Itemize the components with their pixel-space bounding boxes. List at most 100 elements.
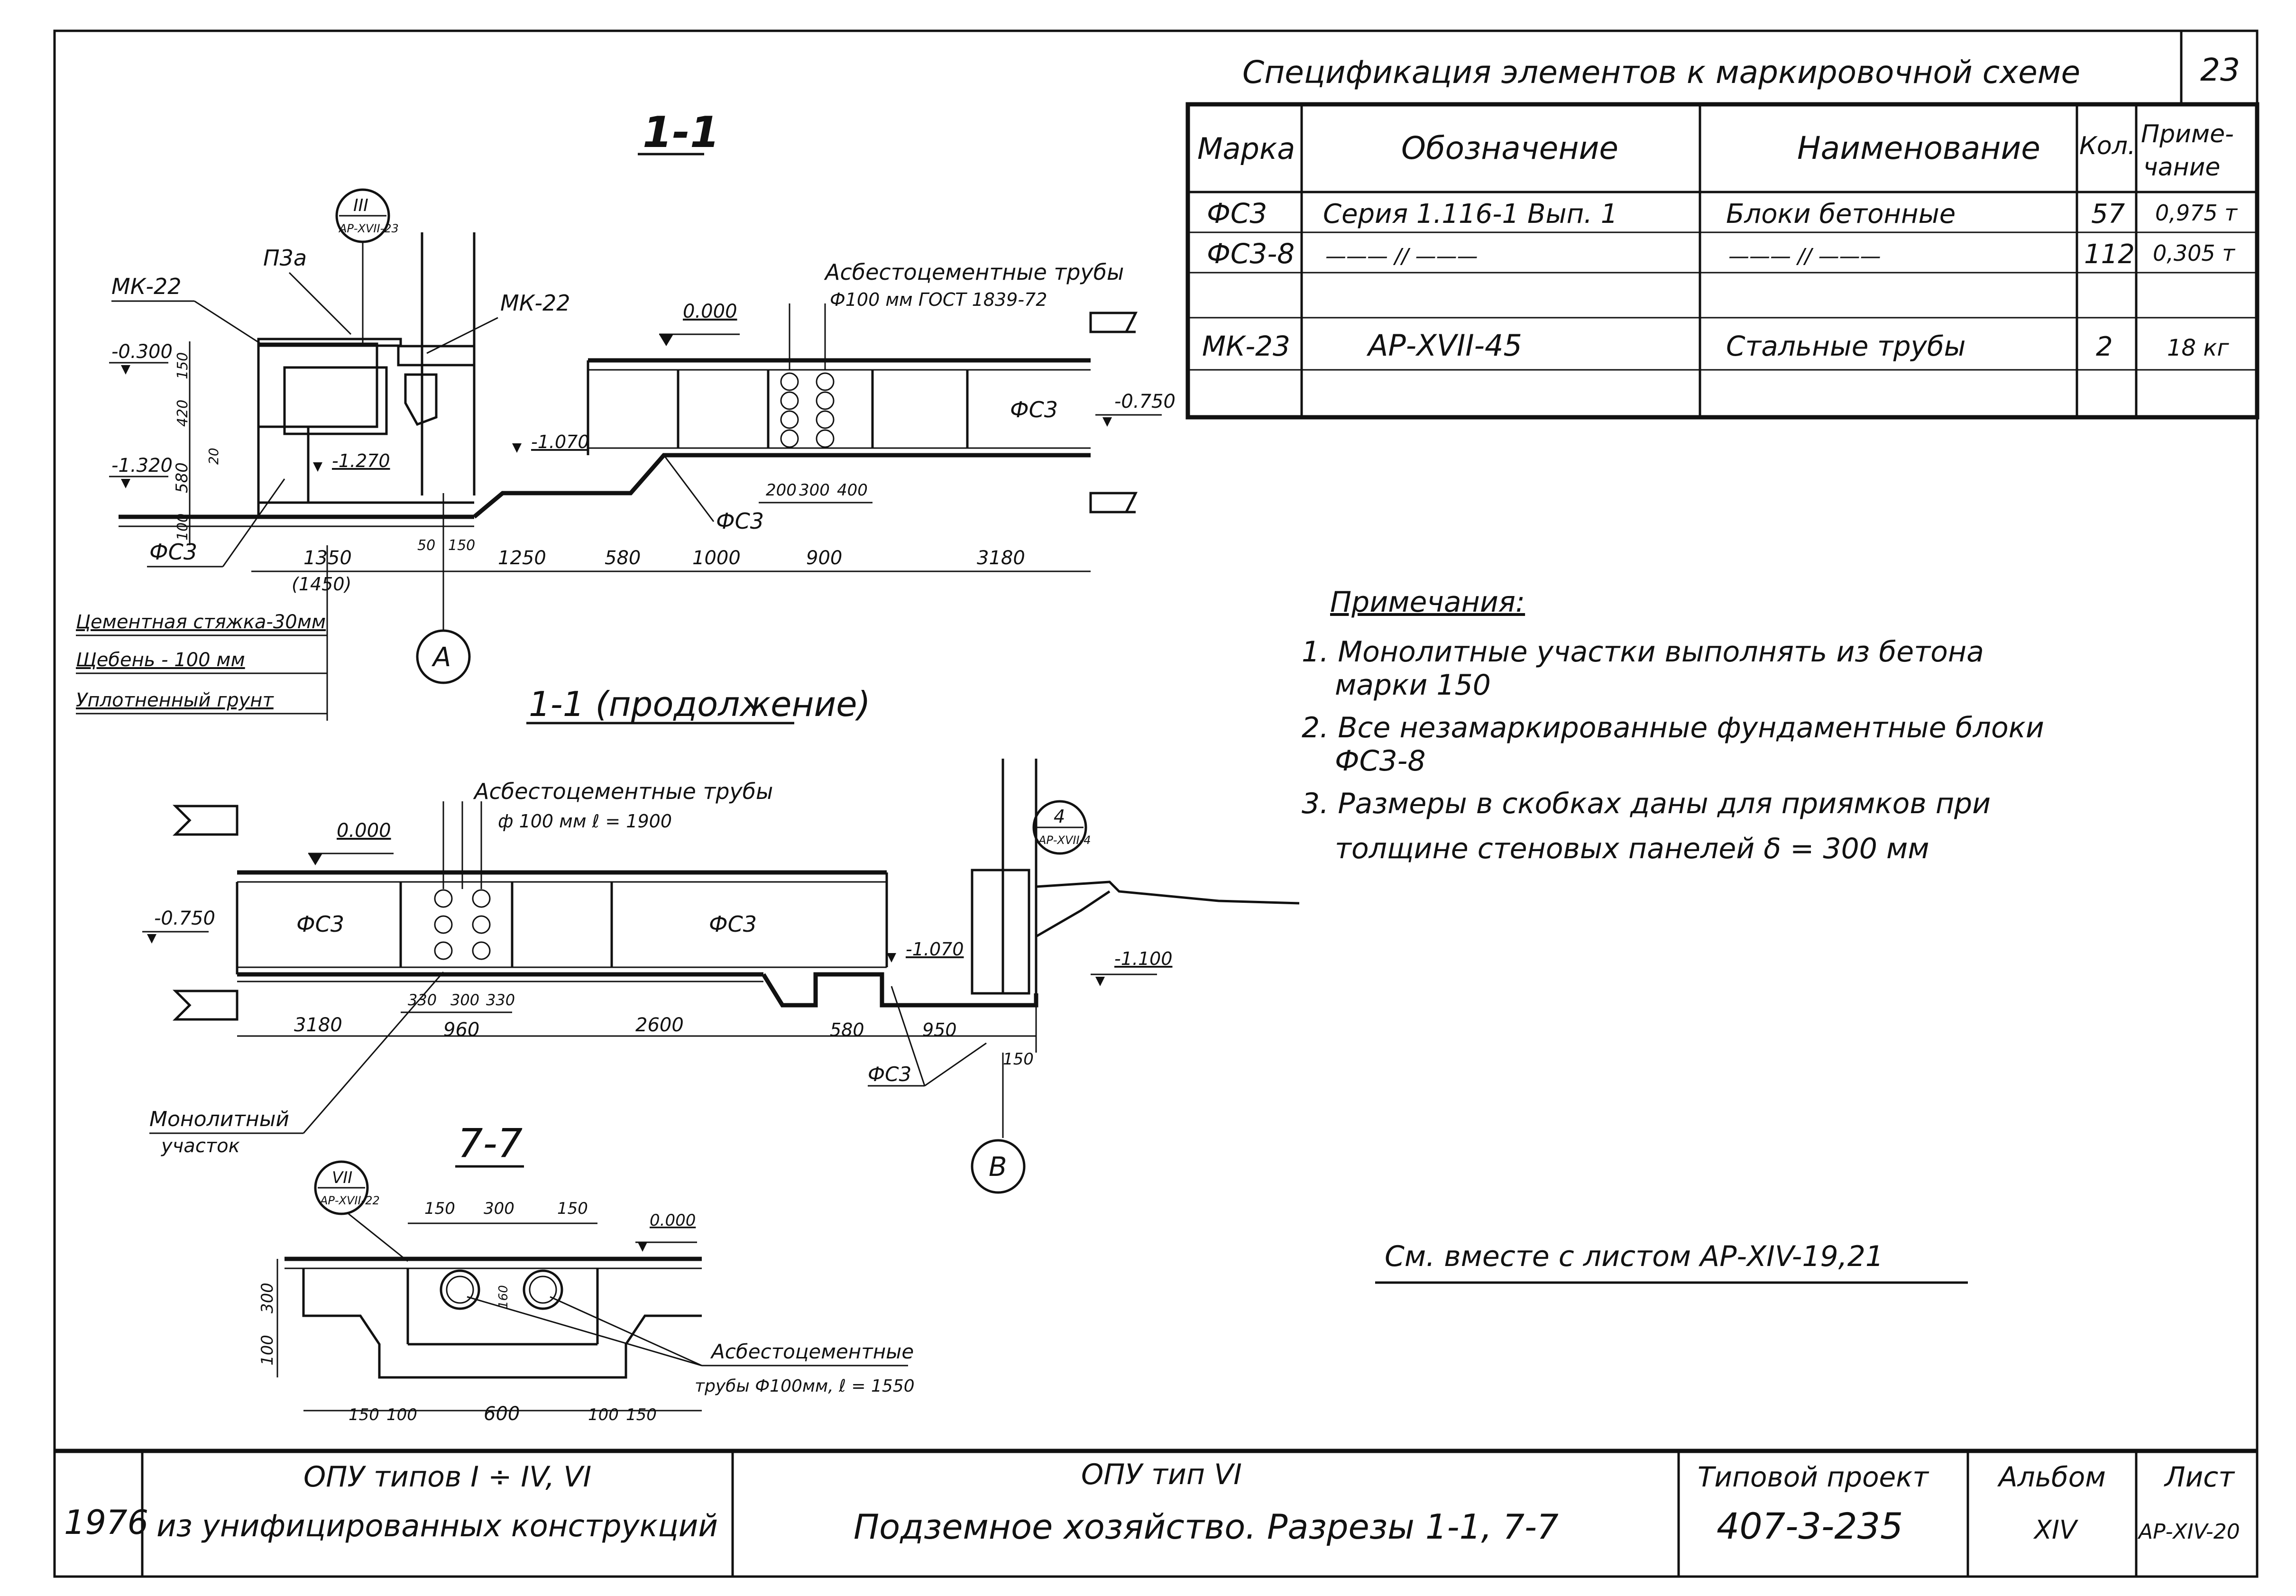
spec-row-designation: АР-XVII-45 bbox=[1366, 328, 1522, 363]
pipe-circles-2 bbox=[434, 801, 491, 960]
spec-row-name: Стальные трубы bbox=[1726, 330, 1965, 362]
vdim-7: 100 bbox=[258, 1335, 277, 1366]
label-mk22-left: МК-22 bbox=[111, 274, 181, 299]
dim-bottom-c: 150 bbox=[1003, 1050, 1034, 1069]
label-fs3-block: ФС3 bbox=[1010, 397, 1058, 422]
tb-sheet: АР-XIV-20 bbox=[2137, 1520, 2240, 1544]
circle-ref-a bbox=[416, 629, 471, 684]
callout-bottom-4: АР-XVII-4 bbox=[1038, 834, 1091, 847]
dim-bottom-c: 960 bbox=[443, 1019, 479, 1041]
dim-bottom-7: 150 bbox=[626, 1405, 657, 1424]
tb-left-2: из унифицированных конструкций bbox=[156, 1509, 718, 1544]
spec-title: Спецификация элементов к маркировочной с… bbox=[1242, 54, 2080, 91]
section-1-1: 1-1 bbox=[76, 108, 1176, 721]
tb-left-1: ОПУ типов I ÷ IV, VI bbox=[303, 1460, 591, 1494]
label-pipes-1: Асбестоцементные трубы bbox=[824, 259, 1124, 285]
level-label: 0.000 bbox=[683, 301, 737, 322]
note-line: толщине стеновых панелей δ = 300 мм bbox=[1335, 832, 1929, 865]
circle-ref-b bbox=[971, 1139, 1026, 1194]
legend-item: Цементная стяжка-30мм bbox=[76, 611, 326, 633]
label-pipes-c1: Асбестоцементные трубы bbox=[473, 779, 773, 804]
note-line: 3. Размеры в скобках даны для приямков п… bbox=[1302, 787, 1991, 820]
pipe-7-7-left bbox=[440, 1269, 480, 1310]
level-label: -0.750 bbox=[1114, 391, 1176, 413]
notes-block: Примечания: 1. Монолитные участки выполн… bbox=[1302, 586, 2044, 1284]
spec-header-name: Наименование bbox=[1797, 130, 2040, 166]
dim-bottom-c: 580 bbox=[830, 1019, 864, 1040]
section-1-1c-title: 1-1 (продолжение) bbox=[529, 684, 871, 724]
spec-row-designation: ——— // ——— bbox=[1325, 244, 1478, 268]
note-line: ФС3-8 bbox=[1335, 744, 1426, 778]
spec-header-note2: чание bbox=[2143, 153, 2220, 182]
dim-bottom-7: 150 bbox=[349, 1405, 379, 1424]
spec-row-name: Блоки бетонные bbox=[1726, 199, 1956, 229]
section-1-1-title: 1-1 bbox=[643, 108, 720, 157]
level-label: -1.270 bbox=[332, 450, 390, 471]
note-line: 1. Монолитные участки выполнять из бетон… bbox=[1302, 635, 1984, 669]
tb-project-label: Типовой проект bbox=[1698, 1461, 1929, 1493]
callout-circle-4 bbox=[1032, 800, 1087, 855]
vdim: 580 bbox=[173, 462, 192, 493]
legend-item: Уплотненный грунт bbox=[76, 689, 274, 711]
level-0: 0.000 bbox=[337, 820, 391, 842]
spec-row-qty: 112 bbox=[2084, 239, 2135, 270]
vdim: 420 bbox=[174, 400, 191, 427]
spec-header-designation: Обозначение bbox=[1401, 130, 1618, 166]
spec-table-frame bbox=[1185, 102, 2259, 420]
pipe-7-7-right bbox=[523, 1269, 563, 1310]
dim-bottom: 50 bbox=[417, 537, 435, 554]
dim-pipes-c: 330 bbox=[486, 991, 515, 1009]
dim-pipes: 300 bbox=[799, 481, 830, 500]
callout-top-4: 4 bbox=[1054, 806, 1065, 827]
tb-center-2: Подземное хозяйство. Разрезы 1-1, 7-7 bbox=[854, 1507, 1559, 1547]
sheet-frame bbox=[53, 29, 2259, 1578]
dim-bottom-7: 100 bbox=[386, 1405, 417, 1424]
dim-pipes: 400 bbox=[837, 481, 868, 500]
label-monolith-1: Монолитный bbox=[149, 1107, 289, 1131]
label-monolith-2: участок bbox=[161, 1135, 240, 1157]
tb-sheet-label: Лист bbox=[2164, 1461, 2235, 1493]
note-line: 2. Все незамаркированные фундаментные бл… bbox=[1302, 711, 2044, 744]
dim-top-7: 150 bbox=[424, 1199, 455, 1218]
spec-row-qty: 57 bbox=[2091, 199, 2125, 229]
spec-row-name: ——— // ——— bbox=[1728, 244, 1881, 268]
label-pipes-c2: ф 100 мм ℓ = 1900 bbox=[498, 811, 672, 832]
label-pipes-7-2: трубы Ф100мм, ℓ = 1550 bbox=[695, 1376, 915, 1396]
see-also: См. вместе с листом АР-XIV-19,21 bbox=[1385, 1240, 1883, 1273]
label-fs3-c: ФС3 bbox=[868, 1063, 911, 1086]
dim-bottom: 580 bbox=[605, 547, 641, 569]
vdim: 100 bbox=[174, 514, 191, 541]
notes-title: Примечания: bbox=[1330, 586, 1525, 619]
vdim: 150 bbox=[174, 352, 191, 379]
level-label: -0.300 bbox=[111, 341, 173, 363]
dim-bottom: 3180 bbox=[977, 547, 1025, 569]
callout-top: III bbox=[353, 196, 368, 215]
spec-row-note: 0,975 т bbox=[2155, 200, 2238, 226]
vdim-7: 300 bbox=[258, 1283, 277, 1313]
spec-table: Спецификация элементов к маркировочной с… bbox=[1185, 31, 2259, 420]
spec-row-qty: 2 bbox=[2096, 331, 2113, 362]
dim-bottom-c: 2600 bbox=[635, 1014, 684, 1036]
circle-ref-a-label: А bbox=[432, 642, 451, 673]
section-1-1-continuation: 1-1 (продолжение) bbox=[142, 684, 1300, 1194]
level-7-7: 0.000 bbox=[650, 1211, 696, 1230]
dim-bottom: 1250 bbox=[498, 547, 546, 569]
callout-bottom: АР-XVII-23 bbox=[338, 222, 399, 235]
dim-pipes-c: 300 bbox=[450, 991, 479, 1009]
dim-bottom-7: 100 bbox=[588, 1405, 619, 1424]
spec-header-mark: Марка bbox=[1197, 131, 1295, 166]
spec-row-note: 18 кг bbox=[2167, 335, 2229, 361]
sheet-number: 23 bbox=[2200, 52, 2240, 88]
label-fs3-bottom: ФС3 bbox=[716, 508, 764, 534]
tb-project: 407-3-235 bbox=[1717, 1505, 1903, 1547]
level-label: -1.070 bbox=[531, 431, 589, 452]
callout-bottom-7: АР-XVII-22 bbox=[319, 1194, 380, 1207]
tb-album: XIV bbox=[2033, 1515, 2079, 1545]
dim-pipes: 200 bbox=[766, 481, 797, 500]
spec-row-mark: ФС3-8 bbox=[1207, 238, 1295, 270]
label-pipes-7-1: Асбестоцементные bbox=[710, 1340, 914, 1363]
section-7-7-title: 7-7 bbox=[458, 1120, 523, 1166]
title-block: 1976 ОПУ типов I ÷ IV, VI из унифицирова… bbox=[55, 1449, 2257, 1577]
spec-row-note: 0,305 т bbox=[2153, 240, 2235, 266]
